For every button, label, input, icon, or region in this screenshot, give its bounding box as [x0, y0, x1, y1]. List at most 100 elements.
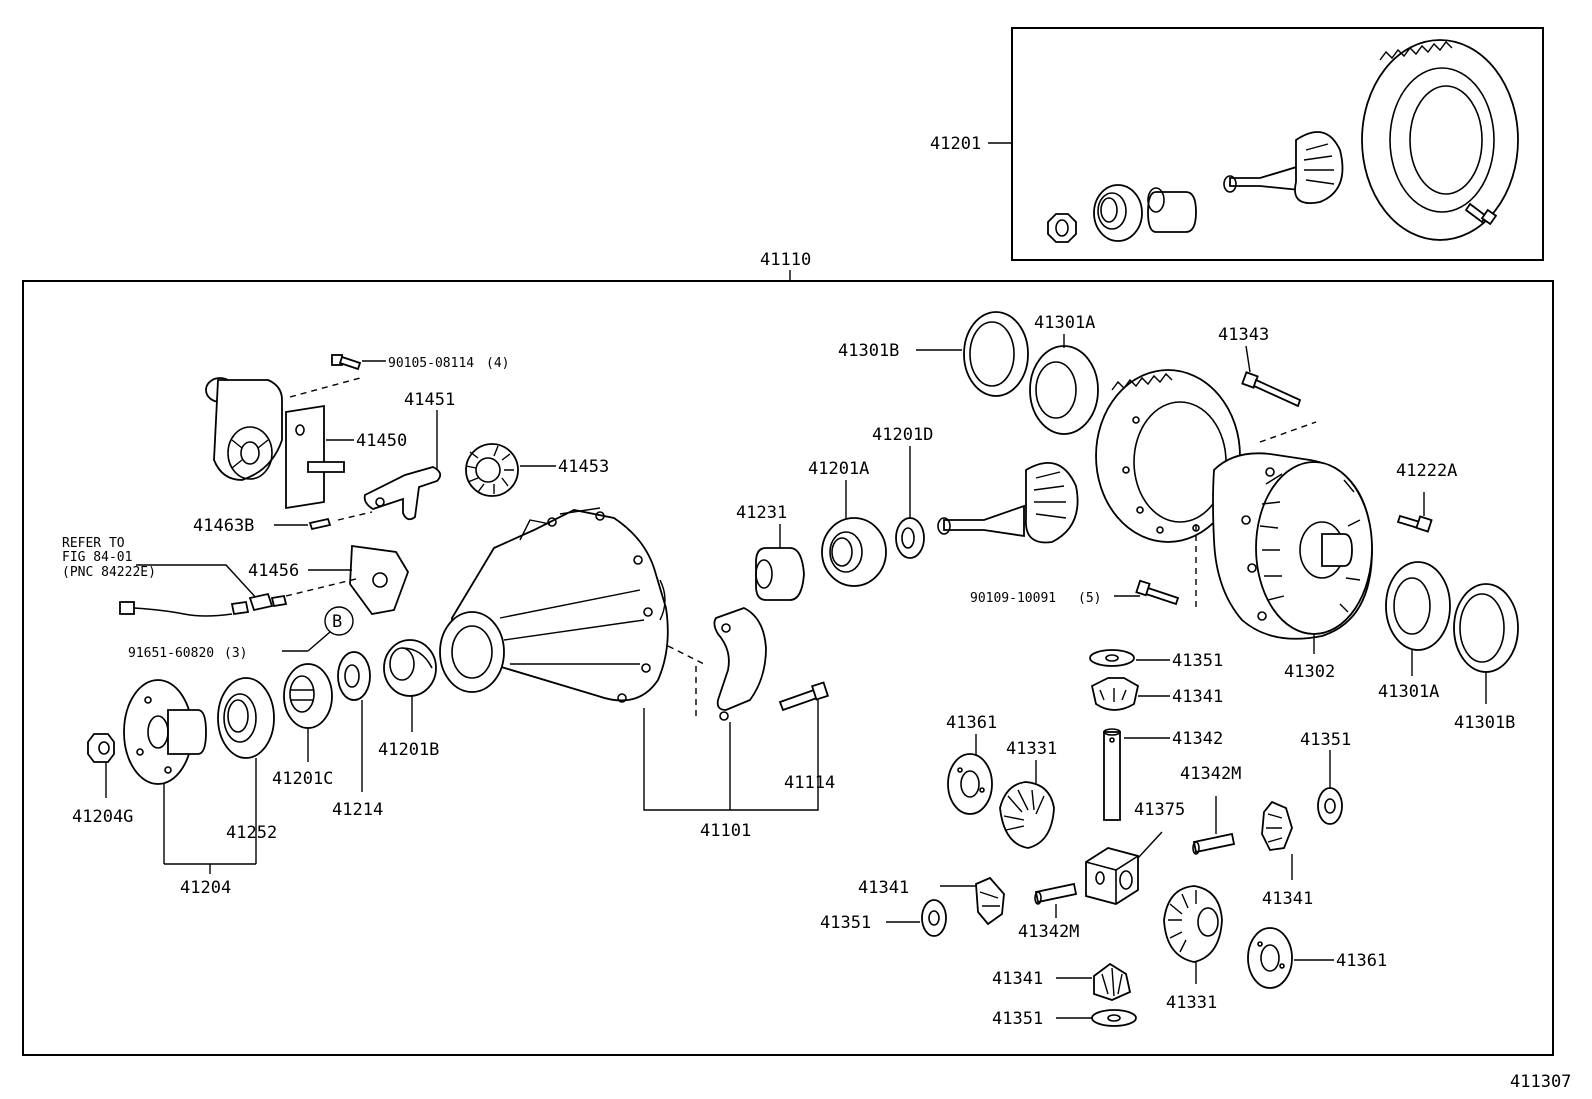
- pinion-shaft-icon: [1034, 882, 1078, 905]
- thrust-washer-icon: [1247, 927, 1293, 989]
- label-41451: 41451: [404, 390, 455, 410]
- label-41302: 41302: [1284, 662, 1335, 682]
- inset-pinion-gear-icon: [1223, 131, 1344, 204]
- circle-b-marker: [324, 606, 354, 636]
- pinion-gear-icon: [975, 876, 1005, 926]
- side-gear-icon: [1163, 885, 1223, 963]
- label-41201C: 41201C: [272, 769, 333, 789]
- label-41351-c: 41351: [820, 913, 871, 933]
- pinion-gear-icon: [1261, 800, 1293, 851]
- inset-bolt-icon: [1464, 202, 1498, 226]
- label-41301B-bot: 41301B: [1454, 713, 1515, 733]
- shift-fork-icon: [363, 466, 442, 521]
- label-41331-a: 41331: [1006, 739, 1057, 759]
- nut-icon: [87, 733, 115, 763]
- label-41331-b: 41331: [1166, 993, 1217, 1013]
- connector-icon: [119, 592, 288, 617]
- side-gear-icon: [465, 443, 519, 497]
- label-90105: 90105-08114: [388, 356, 474, 371]
- label-41201: 41201: [930, 134, 981, 154]
- label-41456: 41456: [248, 561, 299, 581]
- label-41214: 41214: [332, 800, 383, 820]
- label-41351-a: 41351: [1172, 651, 1223, 671]
- label-41201A: 41201A: [808, 459, 869, 479]
- label-41204G: 41204G: [72, 807, 133, 827]
- refer-text-2: FIG 84-01: [62, 550, 132, 565]
- oil-seal-icon: [217, 677, 275, 759]
- washer-icon: [895, 517, 925, 559]
- spacer-icon: [383, 639, 437, 697]
- differential-case-icon: [1212, 452, 1373, 640]
- pinion-shaft-icon: [1192, 832, 1236, 855]
- label-41204: 41204: [180, 878, 231, 898]
- label-41343: 41343: [1218, 325, 1269, 345]
- label-41114: 41114: [784, 773, 835, 793]
- refer-text-3: (PNC 84222E): [62, 565, 156, 580]
- label-90109: 90109-10091: [970, 591, 1056, 606]
- label-41341-d: 41341: [992, 969, 1043, 989]
- label-41110: 41110: [760, 250, 811, 270]
- label-41453: 41453: [558, 457, 609, 477]
- bolt-icon: [1396, 514, 1433, 533]
- label-90105-qty: (4): [486, 356, 509, 371]
- label-41231: 41231: [736, 503, 787, 523]
- bracket-icon: [349, 544, 409, 615]
- inset-spacer-icon: [1147, 187, 1197, 233]
- label-41101: 41101: [700, 821, 751, 841]
- companion-flange-icon: [123, 679, 207, 785]
- pinion-shaft-icon: [1103, 728, 1121, 821]
- label-41301A-bot: 41301A: [1378, 682, 1439, 702]
- circle-b-text: B: [332, 612, 342, 632]
- label-41361-b: 41361: [1336, 951, 1387, 971]
- refer-text-1: REFER TO: [62, 536, 125, 551]
- label-41450: 41450: [356, 431, 407, 451]
- inset-ring-gear-icon: [1361, 39, 1519, 241]
- label-41201B: 41201B: [378, 740, 439, 760]
- label-91651: 91651-60820: [128, 646, 214, 661]
- actuator-icon: [205, 377, 345, 510]
- label-41222A: 41222A: [1396, 461, 1457, 481]
- inset-frame: [1011, 27, 1544, 261]
- label-41351-b: 41351: [1300, 730, 1351, 750]
- label-41341-a: 41341: [1172, 687, 1223, 707]
- thrust-washer-icon: [1089, 649, 1135, 667]
- washer-icon: [337, 651, 371, 701]
- differential-carrier-icon: [439, 507, 669, 703]
- label-41375: 41375: [1134, 800, 1185, 820]
- label-41301A-top: 41301A: [1034, 313, 1095, 333]
- pinion-gear-icon: [937, 461, 1079, 544]
- bolt-icon: [331, 354, 362, 371]
- label-41252: 41252: [226, 823, 277, 843]
- pinion-gear-icon: [1093, 962, 1132, 1001]
- inset-bearing-icon: [1093, 184, 1143, 242]
- bolt-icon: [1241, 371, 1302, 408]
- label-41351-d: 41351: [992, 1009, 1043, 1029]
- thrust-washer-icon: [1091, 1009, 1137, 1027]
- label-90109-qty: (5): [1078, 591, 1101, 606]
- label-41201D: 41201D: [872, 425, 933, 445]
- inset-nut-icon: [1047, 213, 1077, 243]
- label-41342M-a: 41342M: [1180, 764, 1241, 784]
- bolt-icon: [1135, 579, 1180, 606]
- label-91651-qty: (3): [224, 646, 247, 661]
- figure-code: 411307: [1510, 1072, 1571, 1092]
- label-41341-c: 41341: [858, 878, 909, 898]
- label-41342M-b: 41342M: [1018, 922, 1079, 942]
- label-41361-a: 41361: [946, 713, 997, 733]
- main-frame: [22, 280, 1554, 1056]
- oil-seal-icon: [1453, 583, 1519, 673]
- bolt-icon: [308, 517, 332, 531]
- bearing-icon: [821, 517, 887, 587]
- thrust-washer-icon: [947, 753, 993, 815]
- bearing-icon: [1385, 561, 1451, 651]
- label-41463B: 41463B: [193, 516, 254, 536]
- bolt-icon: [778, 681, 830, 712]
- differential-block-icon: [1085, 847, 1139, 905]
- label-41341-b: 41341: [1262, 889, 1313, 909]
- bearing-icon: [1029, 345, 1099, 435]
- thrust-washer-icon: [921, 899, 947, 937]
- label-41301B-top: 41301B: [838, 341, 899, 361]
- bearing-cap-icon: [713, 607, 767, 721]
- side-gear-icon: [999, 781, 1055, 849]
